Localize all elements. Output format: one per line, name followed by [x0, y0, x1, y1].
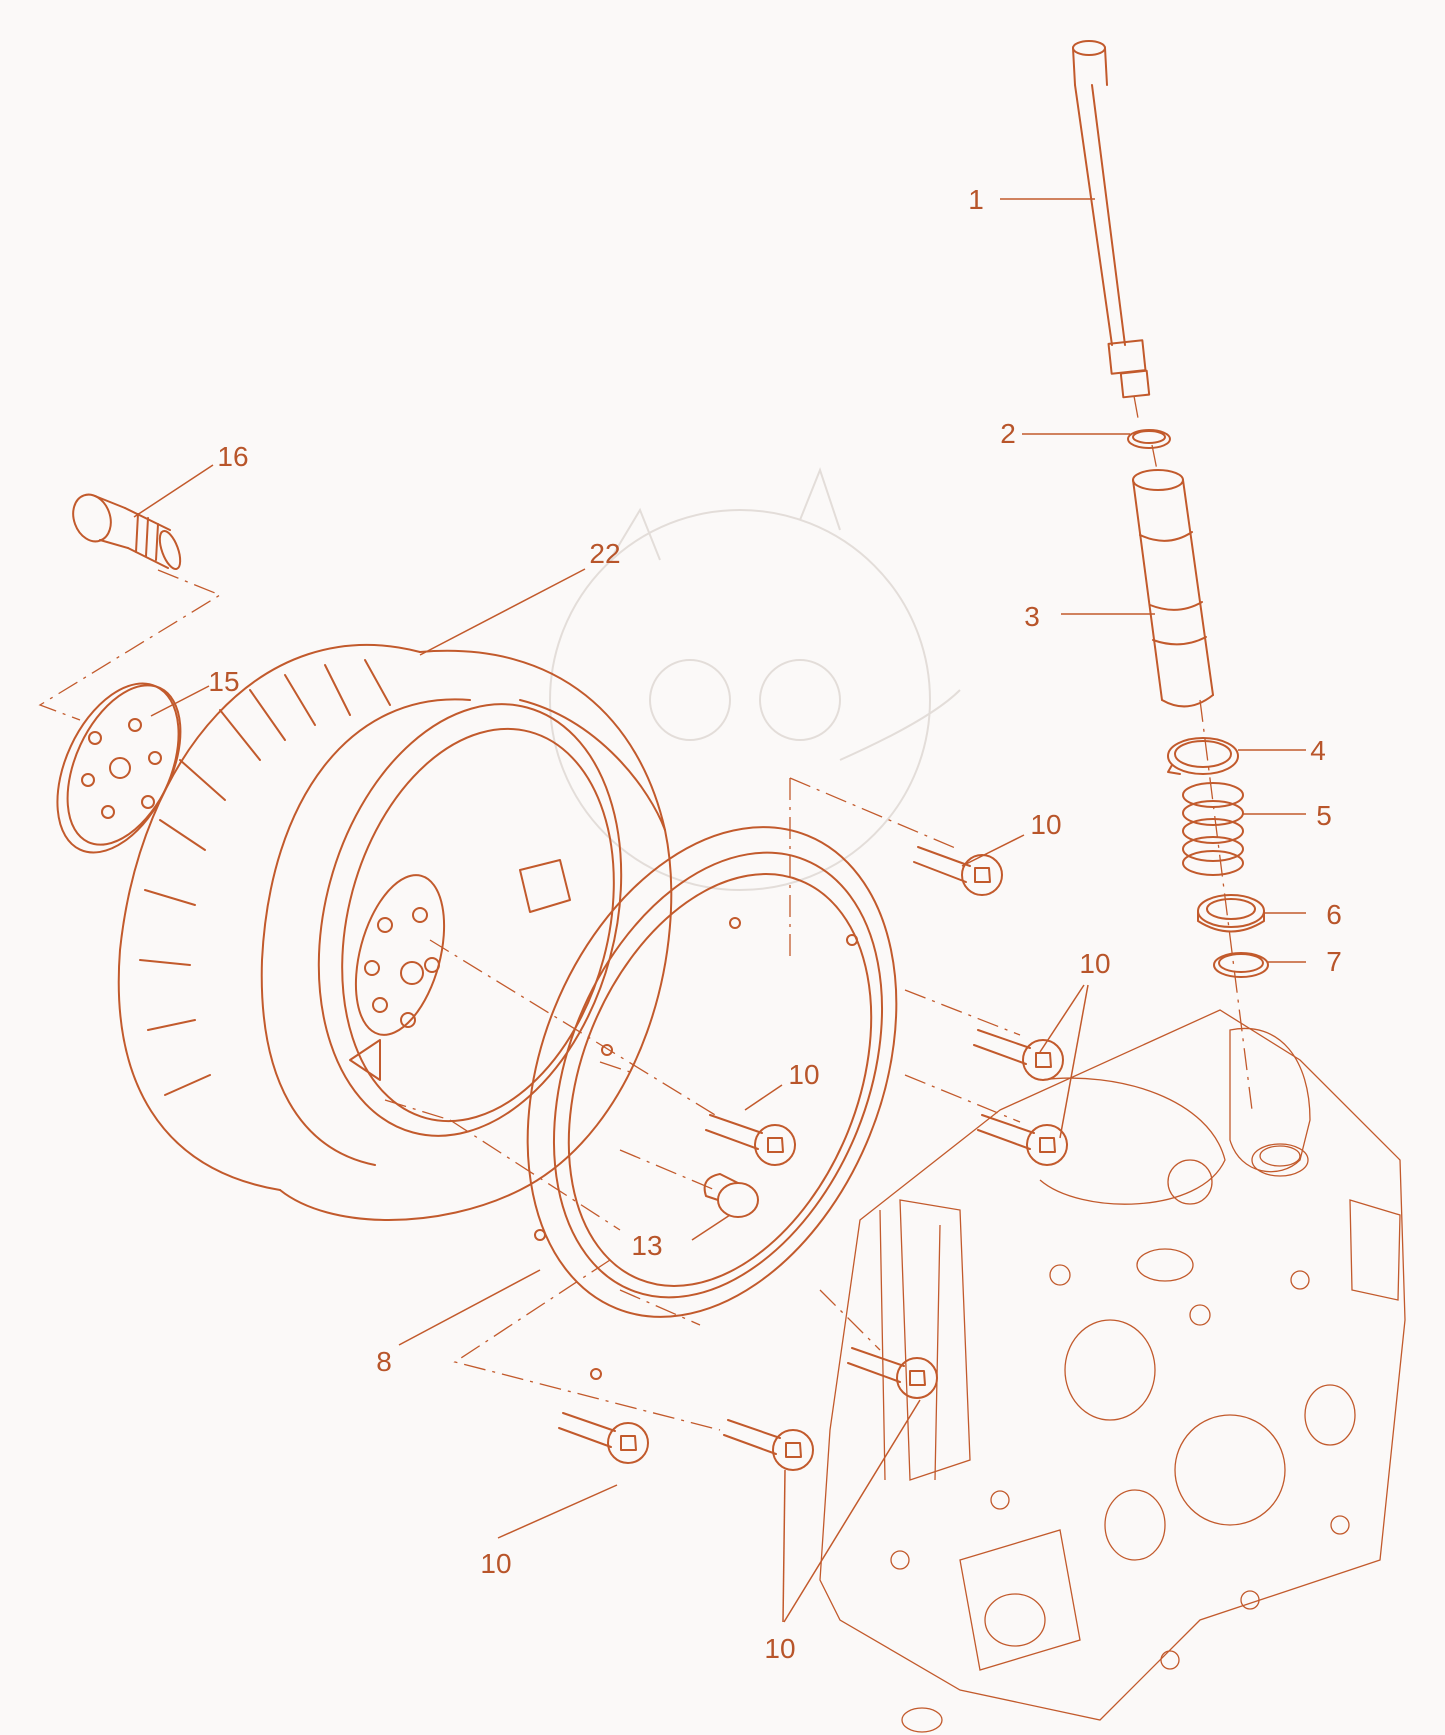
callout-3: 3 [1024, 601, 1040, 632]
callout-22: 22 [589, 538, 620, 569]
part-6-washer [1197, 894, 1265, 933]
part-22-fan-drum [117, 643, 673, 1221]
bolt-10-upper [913, 846, 1003, 896]
bolt-10-mid-1 [973, 1029, 1064, 1081]
part-2-o-ring [1127, 429, 1171, 449]
callout-10-bottom: 10 [764, 1633, 795, 1664]
callout-8: 8 [376, 1346, 392, 1377]
watermark [549, 467, 961, 891]
part-16-bolt [72, 493, 182, 570]
bolt-10-mid-2 [977, 1114, 1068, 1166]
callout-5: 5 [1316, 800, 1332, 831]
part-4-circlip [1167, 737, 1239, 775]
part-1-tube [1072, 40, 1151, 399]
part-5-spring [1182, 782, 1244, 876]
callout-6: 6 [1326, 899, 1342, 930]
callout-2: 2 [1000, 418, 1016, 449]
callout-10-top: 10 [1030, 809, 1061, 840]
callout-4: 4 [1310, 735, 1326, 766]
callout-1: 1 [968, 184, 984, 215]
callout-10-bottom-left: 10 [480, 1548, 511, 1579]
leader-lines [133, 198, 1306, 1623]
callout-16: 16 [217, 441, 248, 472]
callout-15: 15 [208, 666, 239, 697]
part-8-gasket [526, 826, 898, 1380]
bolt-10-center [705, 1114, 796, 1166]
part-13-spacer [703, 1173, 759, 1218]
callout-10-right: 10 [1079, 948, 1110, 979]
callout-10-center: 10 [788, 1059, 819, 1090]
part-7-ring [1213, 952, 1269, 978]
part-10-bolts [558, 846, 1068, 1471]
callout-labels: 1 2 3 4 5 6 7 8 10 10 10 10 10 13 15 16 … [208, 184, 1341, 1664]
part-3-sleeve [1132, 469, 1214, 708]
bolt-10-lower-2 [723, 1419, 814, 1471]
assembly-lines [38, 395, 1253, 1431]
callout-13: 13 [631, 1230, 662, 1261]
bolt-10-lower-3 [558, 1412, 649, 1464]
callout-7: 7 [1326, 946, 1342, 977]
bolt-10-lower-1 [847, 1347, 938, 1399]
housing [819, 1009, 1406, 1733]
